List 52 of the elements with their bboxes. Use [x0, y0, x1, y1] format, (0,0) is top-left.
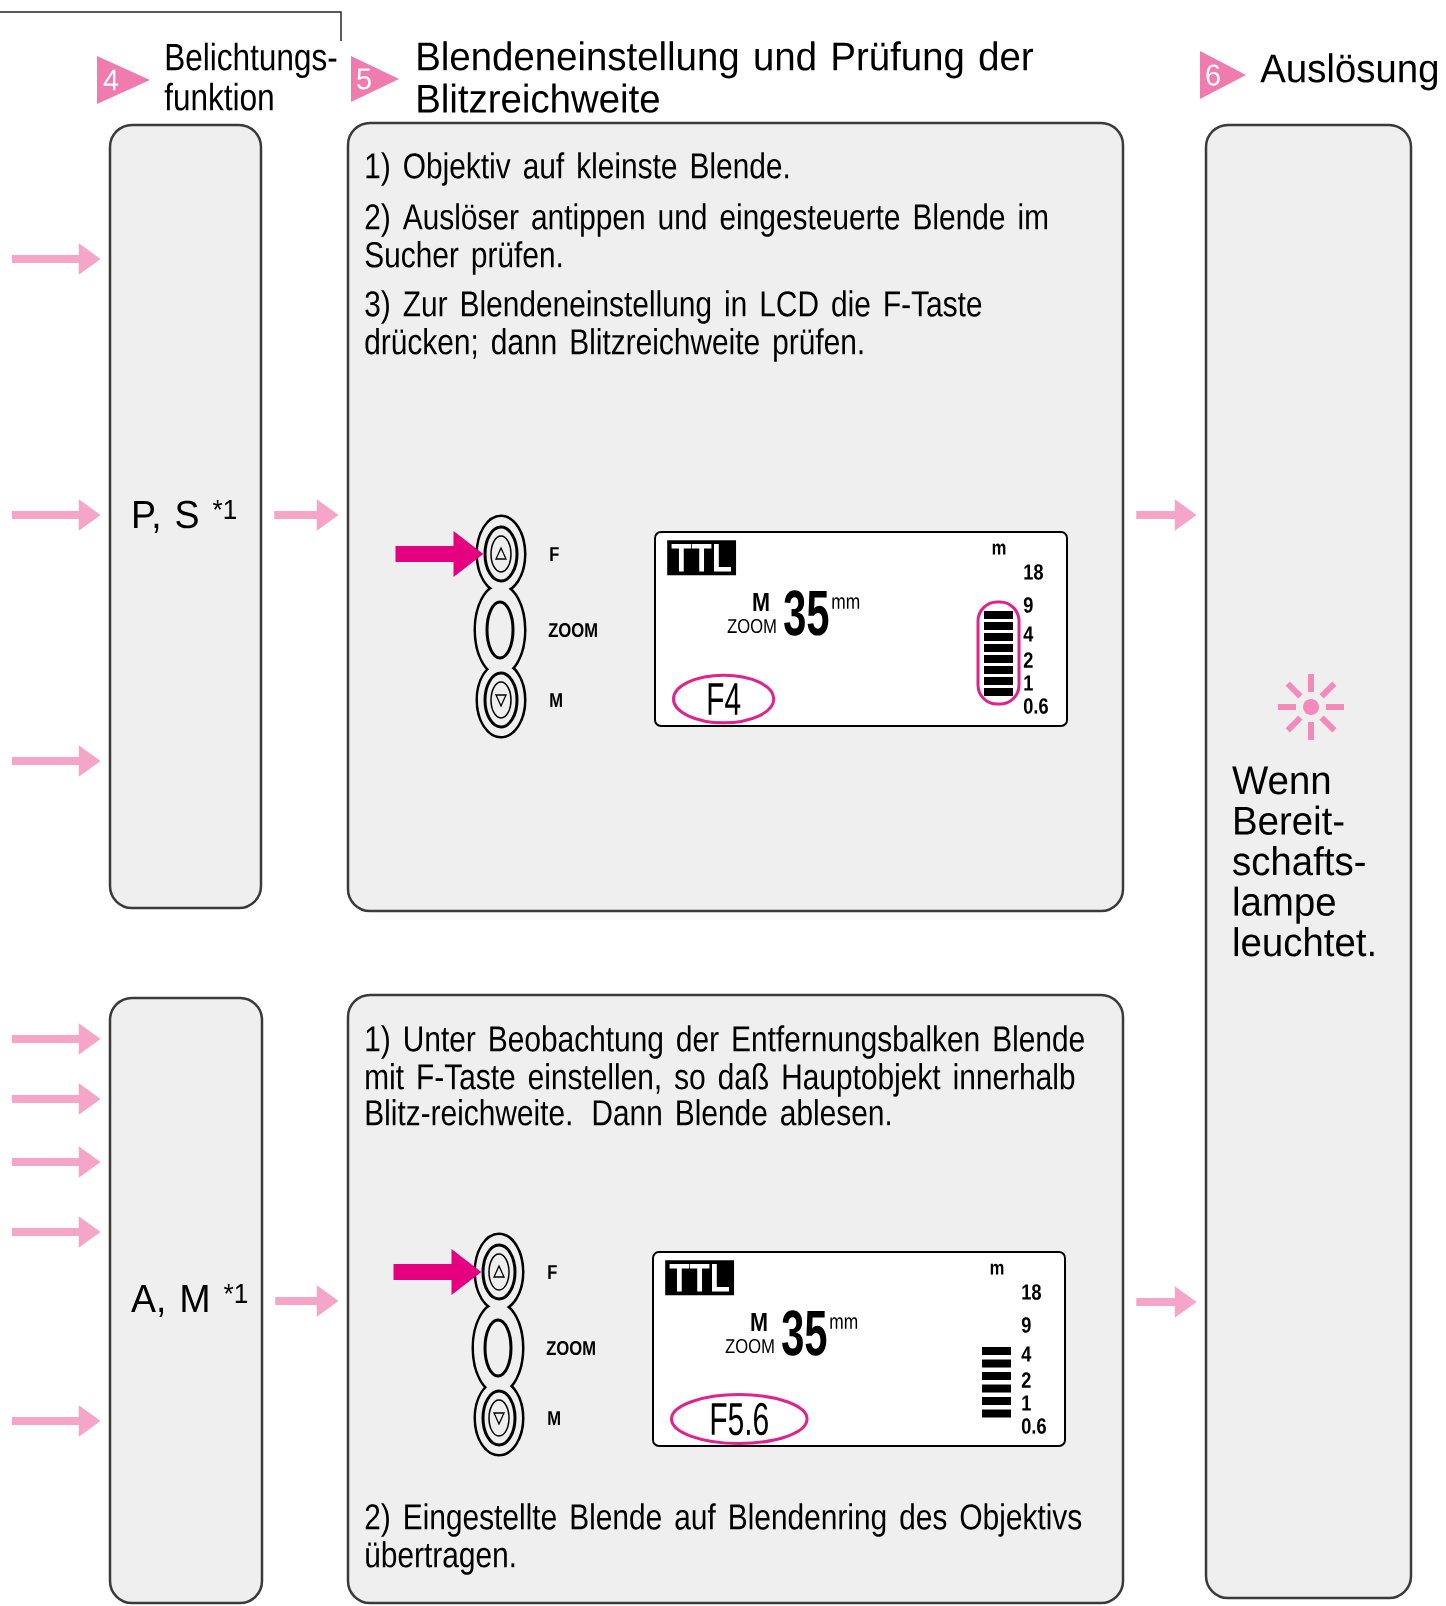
- lcd-digits: 35: [784, 590, 829, 636]
- circled-lcd-value: F4: [672, 673, 776, 725]
- lcd-label: m: [992, 543, 1006, 555]
- step-heading: Belichtungs- funktion: [164, 42, 337, 111]
- lcd-label: ZOOM: [725, 1338, 774, 1354]
- down-button: [483, 671, 519, 729]
- button-label: M: [550, 693, 562, 707]
- step-badge: 5: [351, 56, 399, 102]
- inverted-lcd-label: TTL: [667, 540, 737, 576]
- scale-number: 0.6: [1023, 698, 1048, 714]
- lcd-label: m: [990, 1263, 1004, 1275]
- scale-number: 4: [1023, 626, 1034, 642]
- step-heading: Blendeneinstellung und Prüfung der Blitzreichweite: [418, 41, 1033, 113]
- up-button: [483, 525, 519, 583]
- inverted-lcd-label: TTL: [665, 1260, 735, 1296]
- scale-number: 1: [1024, 675, 1033, 691]
- button-label: F: [548, 1265, 557, 1279]
- mode-box: P, S $^{*1}$: [108, 123, 263, 910]
- step-panel: Wenn Bereit- schafts- lampe leuchtet.: [1204, 123, 1413, 1600]
- oval-button: [483, 1318, 513, 1378]
- lcd-label: M: [753, 593, 769, 611]
- step-badge: 6: [1200, 51, 1246, 99]
- button-label: ZOOM: [546, 1340, 595, 1356]
- up-button: [481, 1243, 517, 1301]
- scale-number: 0.6: [1021, 1418, 1046, 1434]
- instruction-text: 2) Auslöser antippen und eingesteuerte Blende im Sucher prüfen.: [365, 203, 1048, 275]
- scale-number: 2: [1021, 1372, 1031, 1388]
- button-label: F: [550, 547, 559, 561]
- step-heading: Auslösung: [1260, 53, 1438, 91]
- circled-lcd-value: F5.6: [670, 1393, 809, 1445]
- down-button: [481, 1389, 517, 1447]
- scale-number: 1: [1022, 1395, 1031, 1411]
- oval-button: [485, 600, 515, 660]
- step-badge: 4: [97, 56, 150, 104]
- mode-box: A, M $^{*1}$: [108, 996, 264, 1605]
- scale-number: 2: [1023, 652, 1033, 668]
- button-label: ZOOM: [548, 622, 597, 638]
- scale-number: 4: [1021, 1346, 1032, 1362]
- lcd-label: mm: [830, 1317, 858, 1329]
- scale-number: 9: [1021, 1317, 1031, 1333]
- lcd-label: M: [751, 1313, 767, 1331]
- scale-number: 18: [1022, 1284, 1041, 1300]
- instruction-text: 3) Zur Blendeneinstellung in LCD die F-Taste drücken; dann Blitzreichweite prüfen.: [365, 290, 982, 362]
- instruction-text: 1) Objektiv auf kleinste Blende.: [366, 152, 789, 186]
- instruction-text: 2) Eingestellte Blende auf Blendenring des Objektivs übertragen.: [365, 1503, 1082, 1575]
- scale-number: 9: [1023, 597, 1033, 613]
- lcd-label: mm: [832, 597, 860, 609]
- lcd-digits: 35: [782, 1310, 827, 1356]
- instruction-text: 1) Unter Beobachtung der Entfernungsbalken Blende mit F-Taste einstellen, so daß Hauptobjekt innerhalb Blitz-reichweite. Dann Blende ablesen.: [366, 1025, 1084, 1126]
- scale-number: 18: [1024, 564, 1043, 580]
- lcd-label: ZOOM: [727, 618, 776, 634]
- button-label: M: [548, 1411, 560, 1425]
